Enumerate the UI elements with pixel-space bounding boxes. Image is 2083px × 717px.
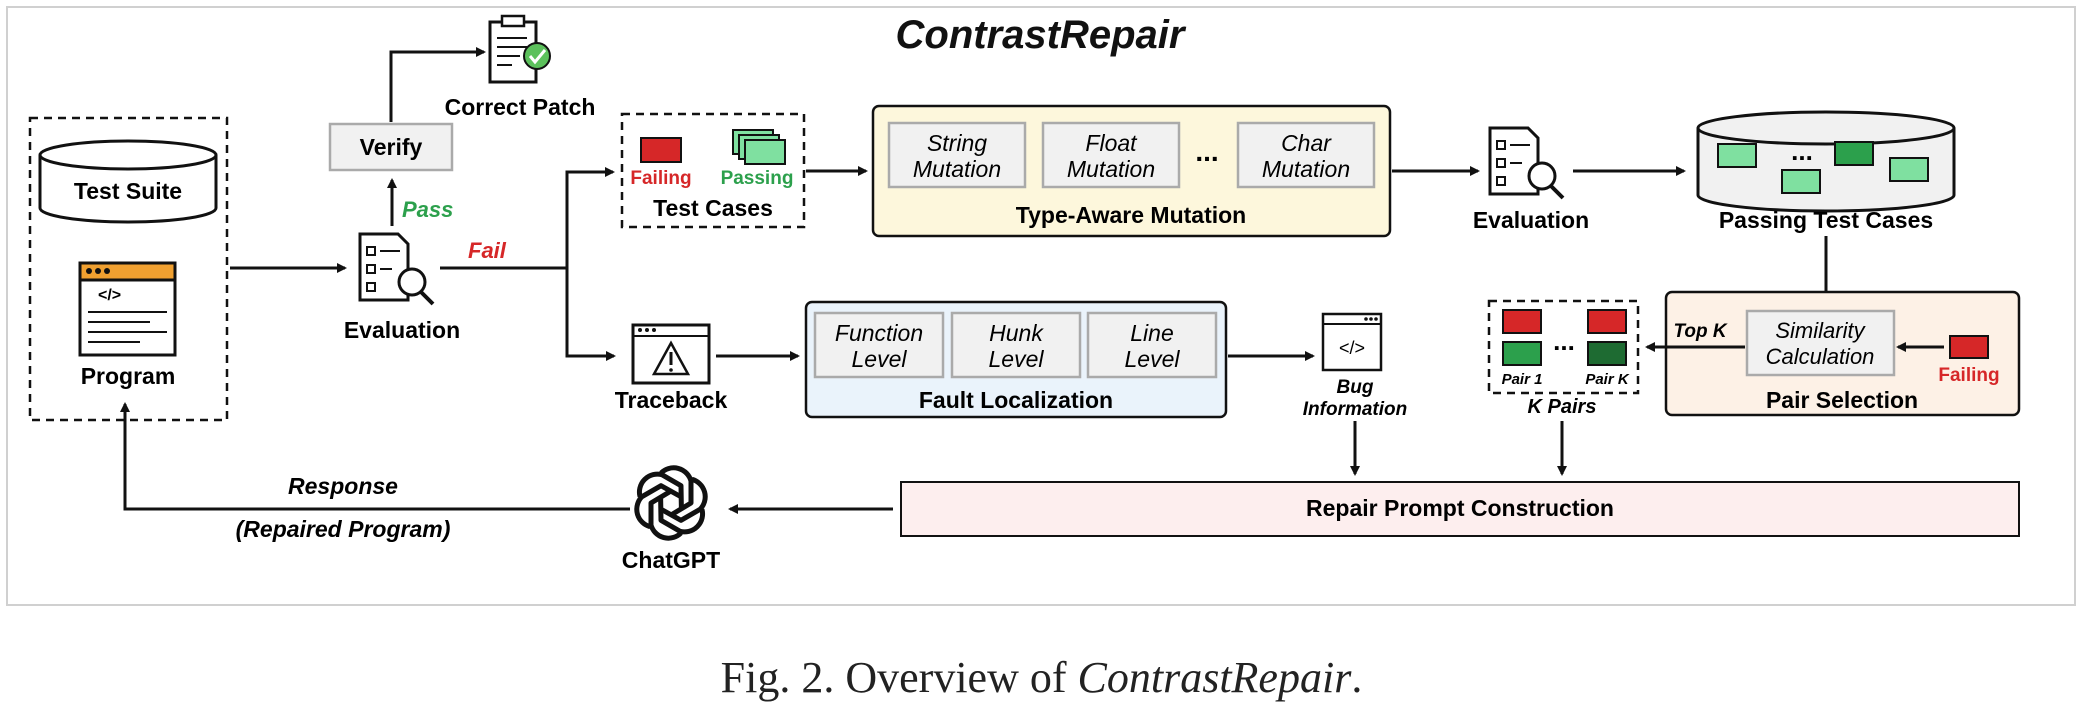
caption-prefix: Fig. 2. Overview of — [720, 653, 1078, 702]
repair-prompt-label: Repair Prompt Construction — [1306, 495, 1614, 521]
fail-label: Fail — [468, 238, 507, 263]
test-suite-cylinder: Test Suite — [38, 139, 218, 224]
checklist-magnifier-icon — [358, 232, 435, 306]
repair-prompt-box — [900, 481, 2020, 537]
program-group: Test Suite </> Program — [28, 116, 229, 422]
type-aware-mutation-label: Type-Aware Mutation — [1016, 202, 1246, 228]
openai-logo-icon — [634, 465, 708, 541]
figure-caption: Fig. 2. Overview of ContrastRepair. — [0, 652, 2083, 703]
checklist-magnifier-icon-right — [1488, 126, 1565, 200]
test-cases-dashed-box — [620, 112, 806, 229]
test-suite-label: Test Suite — [74, 178, 182, 204]
mutation-item-ellipsis: ... — [1195, 136, 1218, 167]
code-document-icon: </> — [1321, 312, 1383, 372]
svg-text:</>: </> — [98, 287, 121, 304]
caption-suffix: . — [1351, 653, 1363, 702]
pass-label: Pass — [402, 197, 453, 222]
k-pairs-dots: ... — [1553, 326, 1575, 356]
pairk-label: Pair K — [1585, 371, 1630, 388]
passing-test-cases-cylinder — [1696, 110, 1956, 213]
k-pairs-dashed-box — [1487, 299, 1640, 395]
fault-level-item-box — [950, 311, 1082, 379]
mutation-item-box — [1041, 121, 1181, 189]
passing-test-cases-icon — [732, 129, 786, 165]
verify-label: Verify — [360, 134, 423, 160]
traceback-label: Traceback — [615, 387, 728, 413]
failing-label-right: Failing — [1938, 365, 1999, 386]
program-dashed-box — [28, 116, 229, 422]
pair1-failing — [1502, 309, 1542, 334]
contrastrepair-diagram: ContrastRepair Test Suite </> Program — [28, 13, 2021, 573]
evaluation-left-label: Evaluation — [344, 317, 460, 343]
repaired-program-label: (Repaired Program) — [236, 516, 451, 542]
code-window-icon: </> — [78, 261, 177, 357]
arrow-response-to-program — [120, 402, 630, 511]
k-pairs-label: K Pairs — [1528, 396, 1597, 418]
pair1-passing — [1502, 341, 1542, 366]
failing-test-case-icon — [640, 137, 682, 163]
passing-dots: ... — [1791, 136, 1813, 166]
test-cases-label: Test Cases — [653, 195, 773, 221]
pair1-label: Pair 1 — [1502, 371, 1543, 388]
correct-patch-label: Correct Patch — [445, 94, 596, 120]
fault-level-item-box — [1086, 311, 1218, 379]
passing-label: Passing — [721, 168, 794, 189]
mutation-item-box — [887, 121, 1027, 189]
top-k-label: Top K — [1673, 321, 1727, 342]
diagram-frame — [6, 6, 2076, 606]
similarity-box — [1745, 309, 1896, 377]
failing-label: Failing — [630, 168, 691, 189]
program-label: Program — [81, 363, 176, 389]
fault-localization-label: Fault Localization — [919, 387, 1113, 413]
verify-box — [328, 122, 454, 172]
passing-test-cases-label: Passing Test Cases — [1719, 207, 1933, 233]
arrow-verify-to-patch — [389, 47, 486, 122]
pairk-failing — [1587, 309, 1627, 334]
arrow-to-traceback — [565, 268, 616, 361]
caption-name: ContrastRepair — [1077, 653, 1352, 702]
pairk-passing — [1587, 341, 1627, 366]
svg-text:</>: </> — [1339, 338, 1365, 358]
failing-test-case-icon-right — [1949, 335, 1989, 359]
response-label: Response — [288, 473, 398, 499]
arrow-to-test-cases — [565, 167, 615, 268]
mutation-item-box — [1236, 121, 1376, 189]
evaluation-right-label: Evaluation — [1473, 207, 1589, 233]
clipboard-check-icon — [488, 14, 551, 84]
warning-window-icon — [631, 323, 711, 385]
diagram-title: ContrastRepair — [896, 13, 1187, 57]
chatgpt-label: ChatGPT — [622, 547, 720, 573]
fault-level-item-box — [813, 311, 945, 379]
pair-selection-label: Pair Selection — [1766, 387, 1918, 413]
